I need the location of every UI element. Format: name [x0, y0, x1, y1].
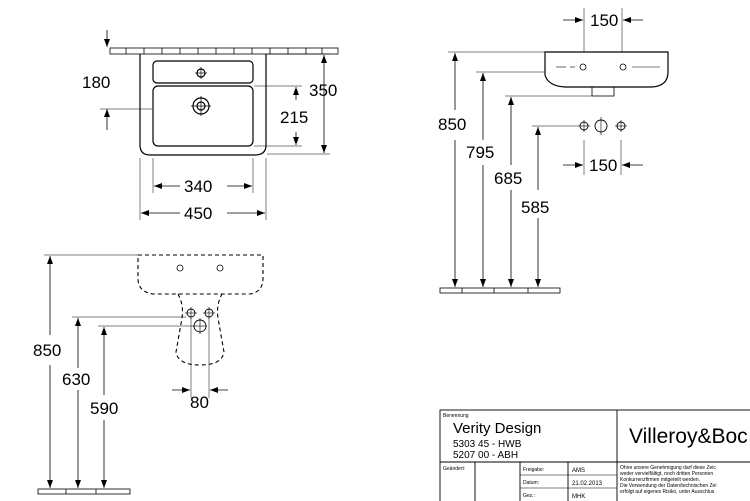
top-view — [100, 30, 339, 220]
value-date: 21.02.2013 — [572, 481, 603, 487]
label-depth-inner: 180 — [82, 73, 110, 92]
dim-front-630 — [72, 316, 186, 488]
front-view — [37, 254, 264, 495]
front-view-labels: 850 630 590 80 — [33, 341, 209, 418]
brand-name: Villeroy&Boc — [629, 425, 748, 448]
label-side-795: 795 — [466, 143, 494, 162]
dim-side-depth — [563, 8, 643, 52]
basin-outline — [139, 54, 267, 156]
label-side-depth: 150 — [590, 11, 618, 30]
inner-bowl — [152, 85, 254, 147]
top-view-labels: 180 350 215 340 450 — [82, 73, 337, 223]
side-tap-icon — [579, 63, 627, 71]
label-date: Datum: — [523, 480, 539, 486]
product-code-2: 5207 00 - ABH — [453, 450, 518, 461]
label-front-630: 630 — [62, 370, 90, 389]
dim-height-total — [267, 53, 330, 155]
front-basin-dashed — [137, 254, 264, 295]
label-side-685: 685 — [494, 169, 522, 188]
front-tap-icon — [176, 264, 224, 272]
label-width-total: 450 — [184, 204, 212, 223]
label-side-850: 850 — [438, 115, 466, 134]
tap-hole-icon — [195, 67, 207, 79]
label-changed: Geändert: — [443, 466, 465, 472]
label-height-inner: 215 — [280, 108, 308, 127]
notice-line-1: Ohne unsere Genehmigung darf diese Zeic — [620, 465, 716, 471]
side-view-labels: 150 850 795 150 685 585 — [438, 11, 618, 217]
title-block: Benennung Verity Design 5303 45 - HWB 52… — [439, 409, 750, 501]
notice-line-4: Die Verwendung der Daten/technischen Zei — [620, 483, 716, 489]
dim-side-waste-offset — [563, 140, 643, 175]
tap-platform — [152, 60, 254, 84]
notice-line-5: erfolgt auf eigenes Risiko, unter Aussch… — [620, 489, 715, 495]
label-designation: Benennung — [443, 413, 469, 419]
dim-side-795 — [476, 71, 545, 287]
dim-front-590 — [98, 325, 194, 488]
dim-width-inner — [152, 158, 254, 193]
dim-side-685 — [505, 95, 592, 287]
dim-depth-inner — [100, 30, 152, 130]
label-height-total: 350 — [309, 81, 337, 100]
label-release: Freigabe: — [523, 467, 544, 473]
wall-band — [109, 47, 339, 55]
notice-line-2: weder vervielfältigt, noch dritten Perso… — [620, 471, 713, 477]
side-drain-stub — [591, 86, 615, 97]
notice-line-3: Konkurrenzfirmen mitgeteilt werden. — [620, 477, 700, 483]
label-front-80: 80 — [190, 393, 209, 412]
dim-width-total — [139, 158, 267, 220]
dim-side-585 — [532, 125, 578, 287]
label-side-waste-offset: 150 — [589, 156, 617, 175]
side-view — [439, 8, 669, 294]
front-floor-band — [37, 488, 131, 495]
product-code-1: 5303 45 - HWB — [453, 439, 522, 450]
siphon-symbol-icon — [578, 117, 627, 135]
side-floor-band — [439, 287, 561, 294]
label-width-inner: 340 — [184, 177, 212, 196]
value-drawn: MHK — [572, 494, 585, 500]
dim-side-850 — [448, 51, 545, 287]
product-name: Verity Design — [453, 420, 541, 437]
dim-front-850 — [44, 254, 138, 488]
value-release: AMS — [572, 468, 585, 474]
label-front-590: 590 — [90, 399, 118, 418]
drain-icon — [191, 96, 211, 116]
basin-section — [544, 51, 669, 88]
dim-front-80 — [172, 318, 228, 398]
label-front-850: 850 — [33, 341, 61, 360]
label-side-585: 585 — [521, 198, 549, 217]
dim-height-inner — [254, 85, 302, 147]
label-drawn: Gez.: — [523, 493, 535, 499]
front-siphon-icon — [185, 307, 215, 334]
